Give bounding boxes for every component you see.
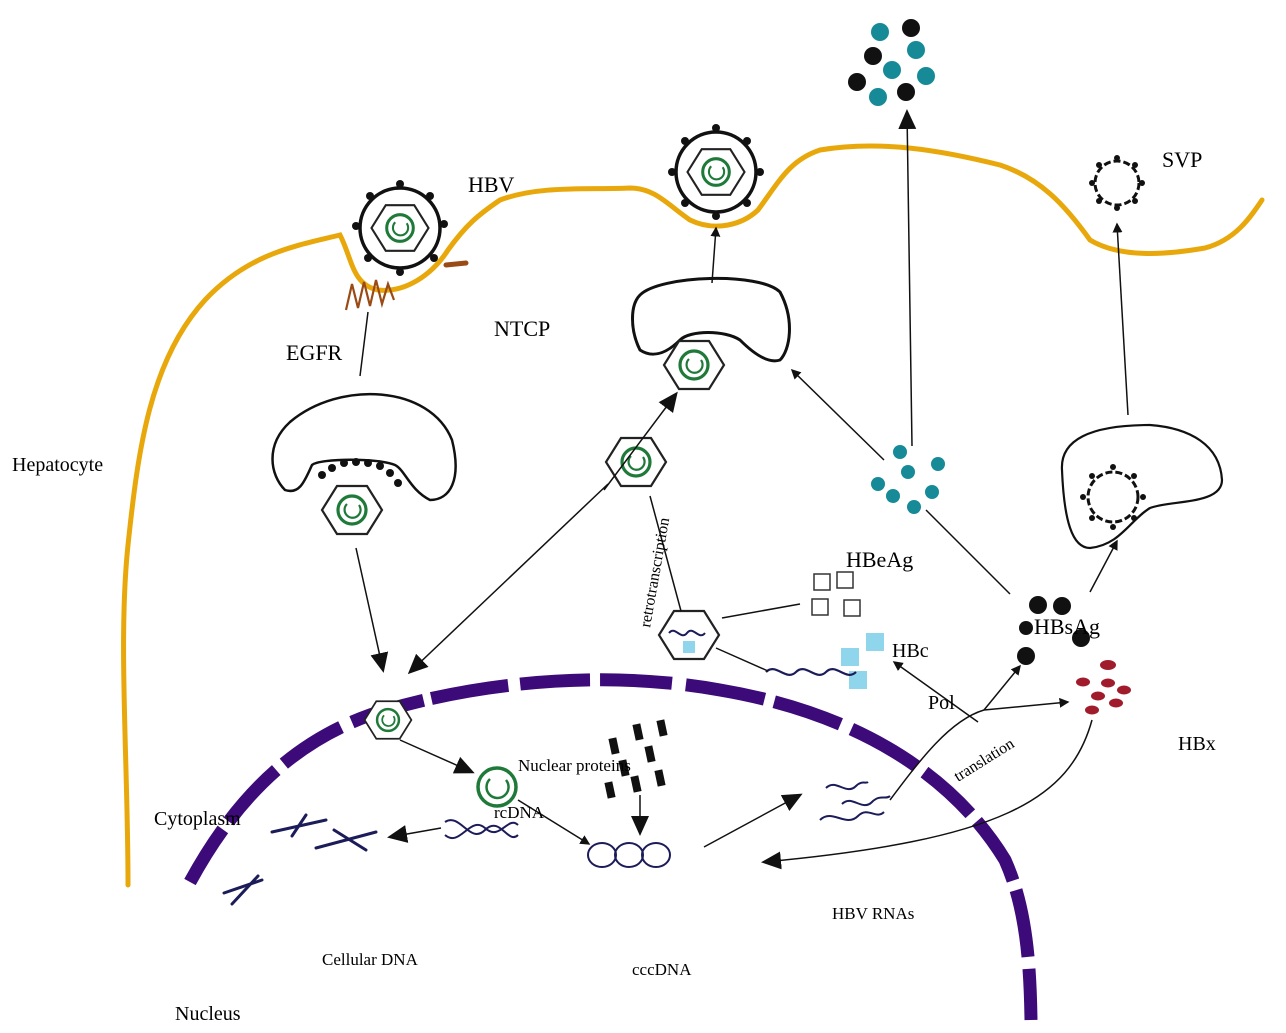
- cccdna-rings: [587, 842, 671, 868]
- hepatocyte-membrane: [121, 143, 1265, 888]
- label-ntcp: NTCP: [494, 316, 550, 341]
- egfr-receptor: [344, 279, 396, 311]
- label-svp: SVP: [1162, 147, 1202, 172]
- label-nuclear-proteins: Nuclear proteins: [518, 756, 631, 775]
- label-cellular-dna: Cellular DNA: [322, 950, 419, 969]
- hbeag-particle-cluster: [871, 445, 945, 514]
- label-hbv-rnas: HBV RNAs: [832, 904, 914, 923]
- cellular-dna-strands: [222, 813, 378, 906]
- ntcp-receptor: [443, 260, 469, 268]
- capsid-cytoplasm: [604, 436, 668, 488]
- rcdna-circle: [476, 766, 518, 808]
- pathway-arrows: [355, 109, 1129, 870]
- label-cytoplasm: Cytoplasm: [154, 808, 241, 830]
- label-retrotranscription: retrotranscription: [637, 516, 673, 628]
- hbv-rnas-strands: [819, 781, 891, 821]
- hbv-virion-entry: [352, 180, 448, 276]
- label-hepatocyte: Hepatocyte: [12, 454, 103, 476]
- secreted-particles: [848, 19, 935, 106]
- label-hbv: HBV: [468, 172, 515, 197]
- label-nucleus: Nucleus: [175, 1003, 241, 1025]
- label-pol: Pol: [928, 692, 955, 714]
- endosome-entry: [271, 392, 457, 502]
- nuclear-envelope: [184, 673, 1038, 1021]
- endosome-entry-dots: [318, 458, 402, 487]
- label-egfr: EGFR: [286, 340, 343, 365]
- label-hbeag: HBeAg: [846, 547, 913, 572]
- label-rcdna: rcDNA: [494, 803, 545, 822]
- capsid-endosome: [320, 484, 384, 536]
- label-translation: translation: [951, 735, 1017, 785]
- nuclear-protein-blocks: [604, 719, 668, 799]
- integrated-dna-helix: [444, 819, 519, 839]
- label-hbc: HBc: [892, 640, 929, 662]
- capsid-pregenomic: [657, 609, 721, 661]
- hbsag-particles: [1017, 596, 1090, 665]
- capsid-vesicle: [662, 339, 726, 391]
- label-cccdna: cccDNA: [632, 960, 692, 979]
- svp-in-vesicle: [1080, 464, 1146, 530]
- label-hbx: HBx: [1178, 733, 1216, 755]
- exocytic-vesicle: [631, 276, 791, 363]
- label-hbsag: HBsAg: [1034, 614, 1100, 639]
- hbx-particles: [1076, 660, 1131, 715]
- svp-vesicle: [1060, 423, 1224, 550]
- hbv-virion-release: [668, 124, 764, 220]
- hbc-squares: [841, 633, 884, 689]
- svp-particle: [1089, 155, 1145, 211]
- pregenomic-rna: [765, 668, 857, 676]
- hbeag-squares: [811, 571, 861, 617]
